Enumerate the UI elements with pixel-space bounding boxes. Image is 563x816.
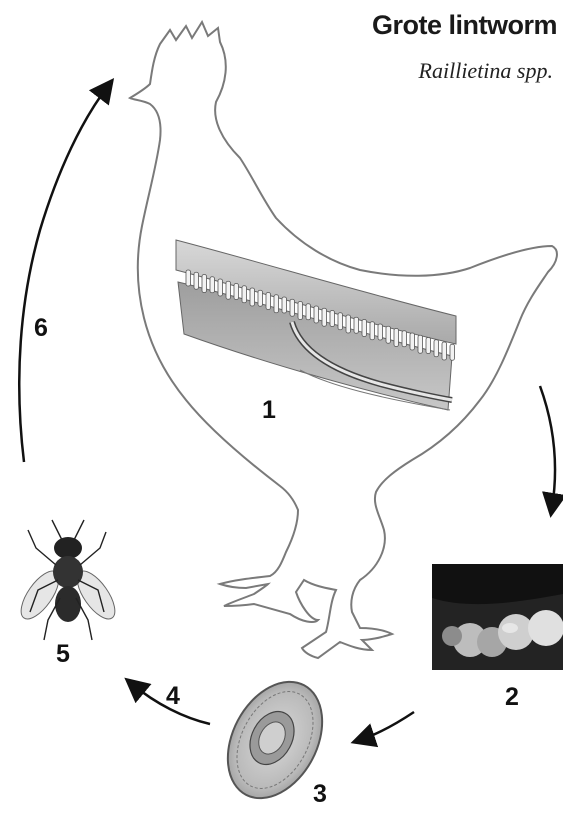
intestine-illustration <box>176 240 456 410</box>
villus <box>282 297 287 313</box>
villus <box>434 340 439 357</box>
villus <box>314 306 319 323</box>
villus <box>202 275 207 293</box>
step-6-number: 6 <box>34 314 48 343</box>
step-2-number: 2 <box>505 683 519 712</box>
villus <box>402 331 407 347</box>
step-3-number: 3 <box>313 780 327 809</box>
villus <box>226 281 231 299</box>
villus <box>450 344 455 360</box>
villus <box>354 317 359 333</box>
segments-photo <box>432 564 563 670</box>
fly-illustration <box>14 520 122 640</box>
villus <box>410 333 415 350</box>
arrow-2-to-3 <box>360 712 414 740</box>
villus <box>250 288 255 306</box>
villus <box>210 277 215 293</box>
step-5-number: 5 <box>56 640 70 669</box>
villus <box>274 295 279 313</box>
step-1-number: 1 <box>262 396 276 425</box>
villus <box>370 322 375 340</box>
villus <box>442 342 447 360</box>
villus <box>266 293 271 310</box>
villus <box>394 329 399 347</box>
arrow-5-to-1 <box>19 86 108 462</box>
villus <box>218 279 223 296</box>
villus <box>330 311 335 327</box>
villus <box>322 308 327 326</box>
arrow-1-to-2 <box>540 386 555 508</box>
diagram-subtitle: Raillietina spp. <box>419 58 553 84</box>
villus <box>194 272 199 289</box>
villus <box>426 338 431 354</box>
villus <box>338 313 343 330</box>
villus <box>290 299 295 316</box>
villus <box>346 315 351 333</box>
villus <box>186 270 191 286</box>
villus <box>242 286 247 303</box>
villus <box>234 284 239 300</box>
villus <box>378 324 383 340</box>
villus <box>418 335 423 353</box>
villus <box>386 326 391 343</box>
villus <box>258 290 263 306</box>
diagram-title: Grote lintworm <box>372 10 557 41</box>
step-4-number: 4 <box>166 682 180 711</box>
villus <box>362 320 367 337</box>
villus <box>298 302 303 320</box>
villus <box>306 304 311 320</box>
